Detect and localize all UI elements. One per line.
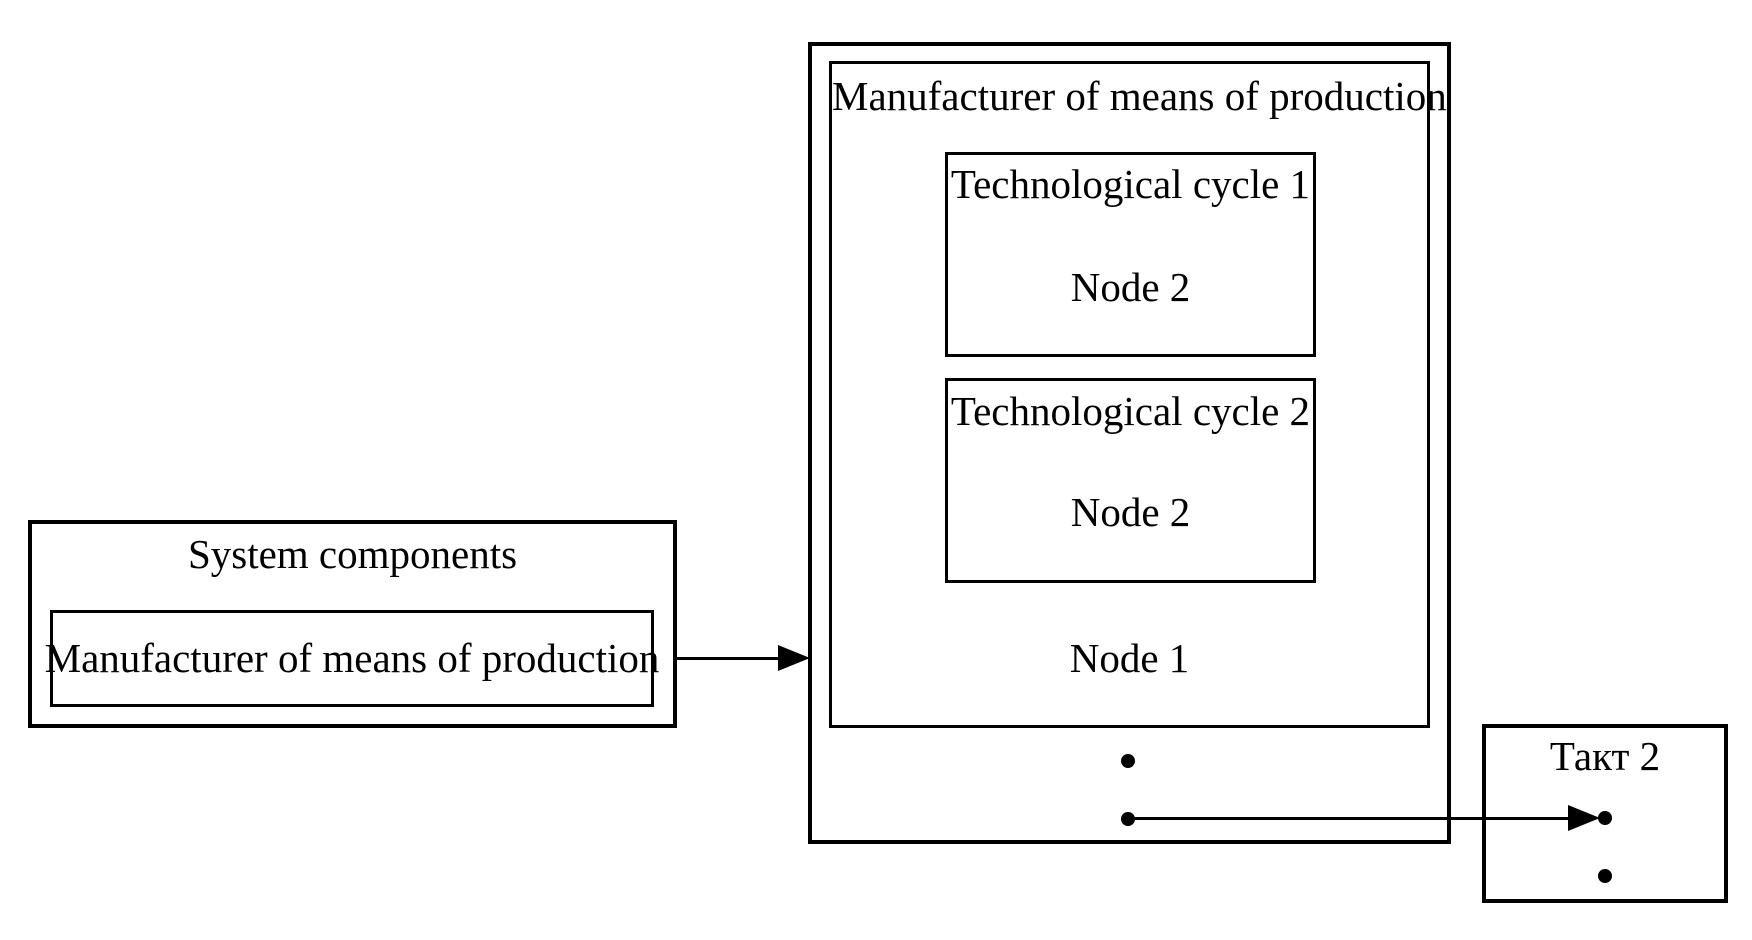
- technological-cycle-2-title: Technological cycle 2: [950, 388, 1311, 434]
- technological-cycle-1-title: Technological cycle 1: [950, 161, 1311, 207]
- technological-cycle-1-node-label: Node 2: [1070, 264, 1191, 310]
- arrow-to-takt-end-dot: [1598, 811, 1612, 825]
- manufacturer-inner-title: Manufacturer of means of production: [832, 73, 1447, 119]
- arrow-left-to-right-head: [778, 645, 810, 671]
- technological-cycle-1-box: Technological cycle 1 Node 2: [945, 152, 1316, 357]
- arrow-left-to-right-line: [677, 657, 780, 660]
- takt-2-dot: [1598, 869, 1612, 883]
- manufacturer-item-label: Manufacturer of means of production: [44, 634, 660, 681]
- manufacturer-outer-box: [808, 42, 1451, 844]
- manufacturer-inner-box: Manufacturer of means of production: [829, 61, 1447, 728]
- takt-2-title: Такт 2: [1549, 733, 1661, 779]
- manufacturer-item-box: Manufacturer of means of production: [45, 610, 659, 707]
- system-components-box: System components: [28, 520, 677, 728]
- ellipsis-dot-1: [1121, 754, 1135, 768]
- takt-2-box: Такт 2: [1482, 724, 1728, 903]
- system-components-title: System components: [187, 531, 518, 577]
- arrow-to-takt-head: [1568, 805, 1600, 831]
- arrow-to-takt-line: [1130, 817, 1570, 820]
- technological-cycle-2-box: Technological cycle 2 Node 2: [945, 378, 1316, 583]
- ellipsis-dot-2: [1121, 812, 1135, 826]
- technological-cycle-2-node-label: Node 2: [1070, 489, 1191, 535]
- node-1-label: Node 1: [1069, 635, 1190, 681]
